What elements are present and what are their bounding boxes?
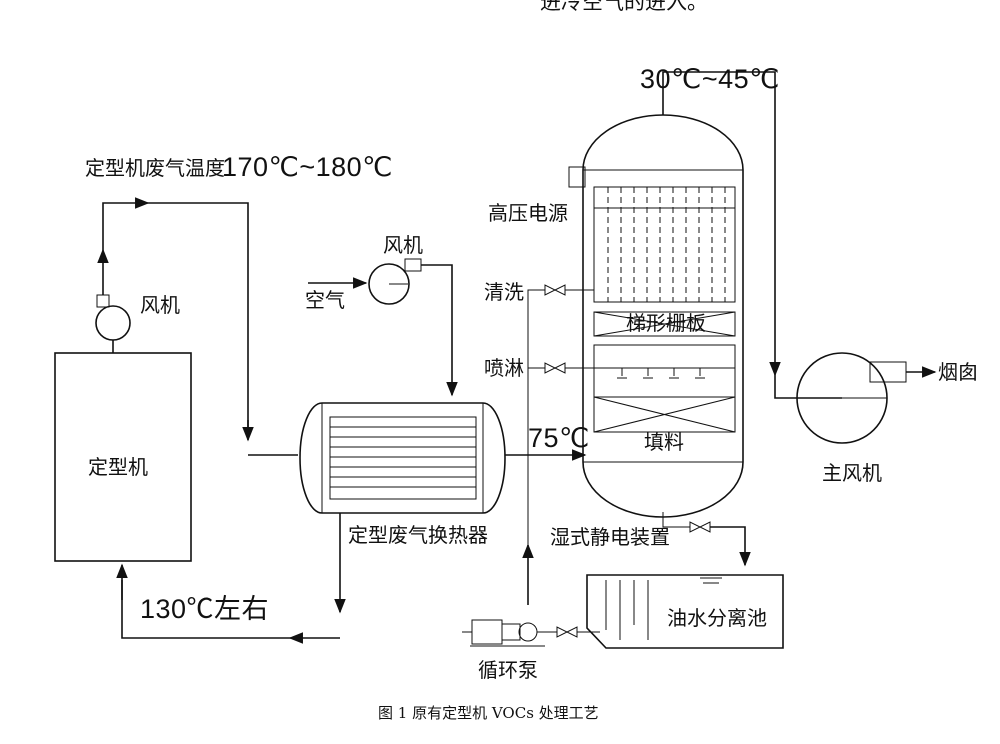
return-temperature: 130℃左右	[140, 594, 270, 624]
inlet-temperature: 75℃	[528, 423, 590, 453]
drain-line	[662, 512, 690, 528]
water-lines	[522, 284, 594, 605]
exhaust-temp-label: 定型机废气温度	[85, 156, 225, 180]
stenter-machine	[54, 352, 192, 562]
chimney-label: 烟囱	[938, 360, 978, 384]
figure-caption: 图 1 原有定型机 VOCs 处理工艺	[378, 704, 599, 722]
stenter-label: 定型机	[88, 455, 148, 479]
circulation-pump	[462, 619, 600, 647]
heat-exchanger-label: 定型废气换热器	[348, 523, 488, 547]
hv-power-label: 高压电源	[488, 201, 568, 225]
tower-outlet-line	[662, 71, 781, 377]
air-label: 空气	[305, 288, 345, 312]
wesp-label: 湿式静电装置	[550, 525, 670, 549]
packing-label: 填料	[644, 430, 684, 454]
wesp-tower	[568, 114, 744, 518]
oil-water-tank-label: 油水分离池	[667, 606, 767, 630]
pump-label: 循环泵	[478, 658, 538, 682]
outlet-temperature: 30℃~45℃	[640, 64, 780, 94]
spray-label: 喷淋	[484, 356, 524, 380]
cleaning-label: 清洗	[484, 280, 524, 304]
left-fan	[95, 294, 131, 353]
top-text-fragment: 进冷空气的进入。	[540, 0, 708, 14]
oil-water-tank	[586, 574, 784, 649]
fan-left-label: 风机	[140, 293, 180, 317]
fan-middle-label: 风机	[383, 233, 423, 257]
middle-fan	[368, 258, 422, 305]
exhaust-temp-value: 170℃~180℃	[222, 152, 394, 182]
main-fan-label: 主风机	[822, 461, 882, 485]
heat-exchanger	[299, 402, 506, 514]
trapezoid-grid-label: 梯形栅板	[626, 311, 706, 335]
